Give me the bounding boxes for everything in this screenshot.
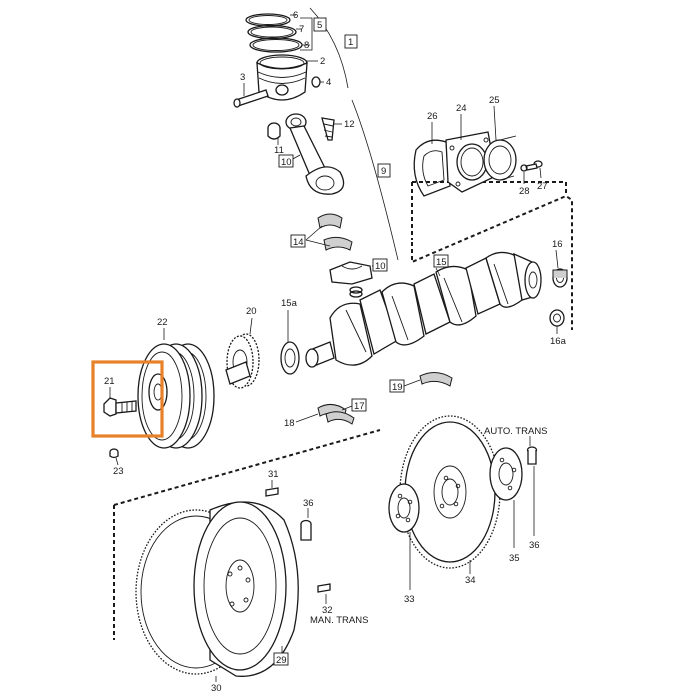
label-8: 8 xyxy=(304,40,309,51)
flywheel xyxy=(193,501,299,677)
crank-pulley xyxy=(137,343,215,449)
label-man-trans: MAN. TRANS xyxy=(310,615,368,626)
piston-ring-top xyxy=(245,13,291,27)
small-end-bushing xyxy=(267,122,281,140)
label-35: 35 xyxy=(509,553,520,564)
label-20: 20 xyxy=(246,306,257,317)
label-15: 15 xyxy=(436,257,447,268)
piston-pin xyxy=(233,89,269,108)
label-31: 31 xyxy=(268,469,279,480)
label-10-box-lower xyxy=(372,258,388,272)
label-25: 25 xyxy=(489,95,500,106)
flywheel-pin xyxy=(317,583,331,593)
highlight-box-part-21 xyxy=(91,360,164,438)
crankshaft xyxy=(305,251,542,368)
seal-housing-washer xyxy=(520,164,528,172)
bracket-9 xyxy=(351,99,399,261)
label-12: 12 xyxy=(344,119,355,130)
label-10-upper: 10 xyxy=(281,157,292,168)
crank-key-washer xyxy=(280,341,300,375)
flywheel-dowel-pin xyxy=(265,487,279,497)
rod-bearing-shells xyxy=(317,213,353,251)
bracket-1 xyxy=(309,7,349,89)
connecting-rod xyxy=(285,113,345,195)
rear-seal-gasket xyxy=(413,139,451,197)
rod-cap xyxy=(329,261,373,285)
piston-pin-clip xyxy=(311,76,321,88)
label-19-box xyxy=(389,379,405,393)
label-9-box xyxy=(377,163,391,178)
label-19: 19 xyxy=(392,382,403,393)
label-29-box xyxy=(273,652,289,666)
label-36-lower: 36 xyxy=(529,540,540,551)
pulley-washer xyxy=(109,448,119,459)
label-26: 26 xyxy=(427,111,438,122)
seal-housing-bolt xyxy=(525,160,543,171)
label-14-box xyxy=(290,234,306,248)
label-24: 24 xyxy=(456,103,467,114)
label-11: 11 xyxy=(274,145,284,156)
piston xyxy=(256,54,308,101)
label-5-box xyxy=(313,17,327,32)
label-34: 34 xyxy=(465,575,476,586)
label-29: 29 xyxy=(276,655,287,666)
bracket-5 xyxy=(300,17,313,51)
piston-ring-middle xyxy=(247,24,297,40)
label-2: 2 xyxy=(320,56,325,67)
label-23: 23 xyxy=(113,466,124,477)
label-17-box xyxy=(351,398,367,412)
rod-nut xyxy=(349,286,363,298)
crankshaft-dashed-frame xyxy=(411,194,573,330)
label-5: 5 xyxy=(317,20,322,31)
crank-sprocket xyxy=(225,333,260,389)
pilot-bushing xyxy=(549,309,565,327)
main-bearing-shells xyxy=(419,372,453,387)
label-36-upper: 36 xyxy=(303,498,314,509)
label-21: 21 xyxy=(104,376,115,387)
label-10-box-upper xyxy=(278,154,294,168)
label-32: 32 xyxy=(322,605,333,616)
label-10-lower: 10 xyxy=(375,261,386,272)
label-15-box xyxy=(433,254,449,268)
label-22: 22 xyxy=(157,317,168,328)
label-16a: 16a xyxy=(550,336,567,347)
flywheel-dashed-frame xyxy=(113,429,381,640)
flexplate-spacer-front xyxy=(388,483,420,533)
label-17: 17 xyxy=(354,401,365,412)
rear-seal xyxy=(483,135,517,181)
flywheel-bolt xyxy=(300,519,312,541)
pulley-bolt xyxy=(103,397,137,417)
thrust-washers xyxy=(317,404,355,425)
flexplate-reinforcement-ring xyxy=(489,447,523,501)
label-27: 27 xyxy=(537,181,548,192)
label-33: 33 xyxy=(404,594,415,605)
pilot-bearing xyxy=(552,268,568,288)
label-16: 16 xyxy=(552,239,563,250)
flexplate-bolt xyxy=(526,446,538,465)
label-14: 14 xyxy=(293,237,304,248)
label-28: 28 xyxy=(519,186,530,197)
label-4: 4 xyxy=(326,77,331,88)
label-3: 3 xyxy=(240,72,245,83)
label-1: 1 xyxy=(348,37,353,48)
piston-ring-lower xyxy=(249,37,303,53)
label-7: 7 xyxy=(299,24,304,35)
rod-bolt xyxy=(321,117,335,141)
label-1-box xyxy=(344,34,358,49)
label-6: 6 xyxy=(293,10,298,21)
label-auto-trans: AUTO. TRANS xyxy=(484,426,548,437)
label-9: 9 xyxy=(381,166,386,177)
label-30: 30 xyxy=(211,683,222,694)
label-18: 18 xyxy=(284,418,295,429)
label-15a: 15a xyxy=(281,298,298,309)
